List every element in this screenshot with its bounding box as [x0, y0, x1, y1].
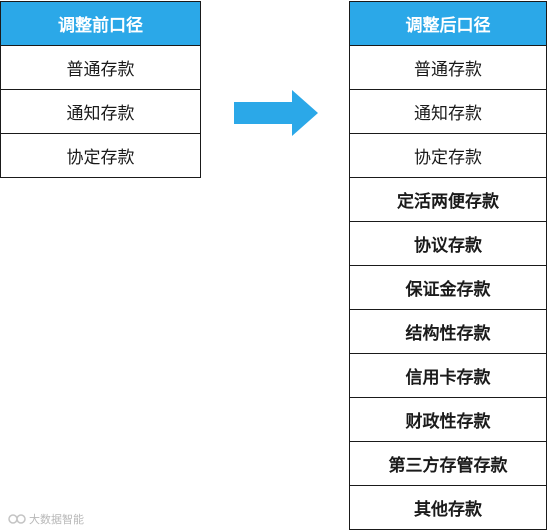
- before-table: 调整前口径 普通存款 通知存款 协定存款: [0, 1, 201, 178]
- after-new-row-6: 财政性存款: [350, 398, 546, 442]
- after-new-row-8: 其他存款: [350, 486, 546, 530]
- watermark-text: 大数据智能: [29, 513, 84, 526]
- after-new-row-7: 第三方存管存款: [350, 442, 546, 486]
- after-row-2: 通知存款: [350, 90, 546, 134]
- after-row-3: 协定存款: [350, 134, 546, 178]
- after-new-row-2: 协议存款: [350, 222, 546, 266]
- after-row-1: 普通存款: [350, 46, 546, 90]
- arrow-right-icon: [234, 90, 318, 136]
- after-table-header: 调整后口径: [350, 2, 546, 46]
- watermark: 大数据智能: [8, 511, 84, 527]
- before-row-1: 普通存款: [1, 46, 200, 90]
- after-new-row-3: 保证金存款: [350, 266, 546, 310]
- watermark-logo-icon: [8, 514, 26, 524]
- before-table-header: 调整前口径: [1, 2, 200, 46]
- after-table: 调整后口径 普通存款 通知存款 协定存款 定活两便存款 协议存款 保证金存款 结…: [349, 1, 547, 530]
- after-new-row-4: 结构性存款: [350, 310, 546, 354]
- before-row-2: 通知存款: [1, 90, 200, 134]
- after-new-row-5: 信用卡存款: [350, 354, 546, 398]
- before-row-3: 协定存款: [1, 134, 200, 178]
- after-new-row-1: 定活两便存款: [350, 178, 546, 222]
